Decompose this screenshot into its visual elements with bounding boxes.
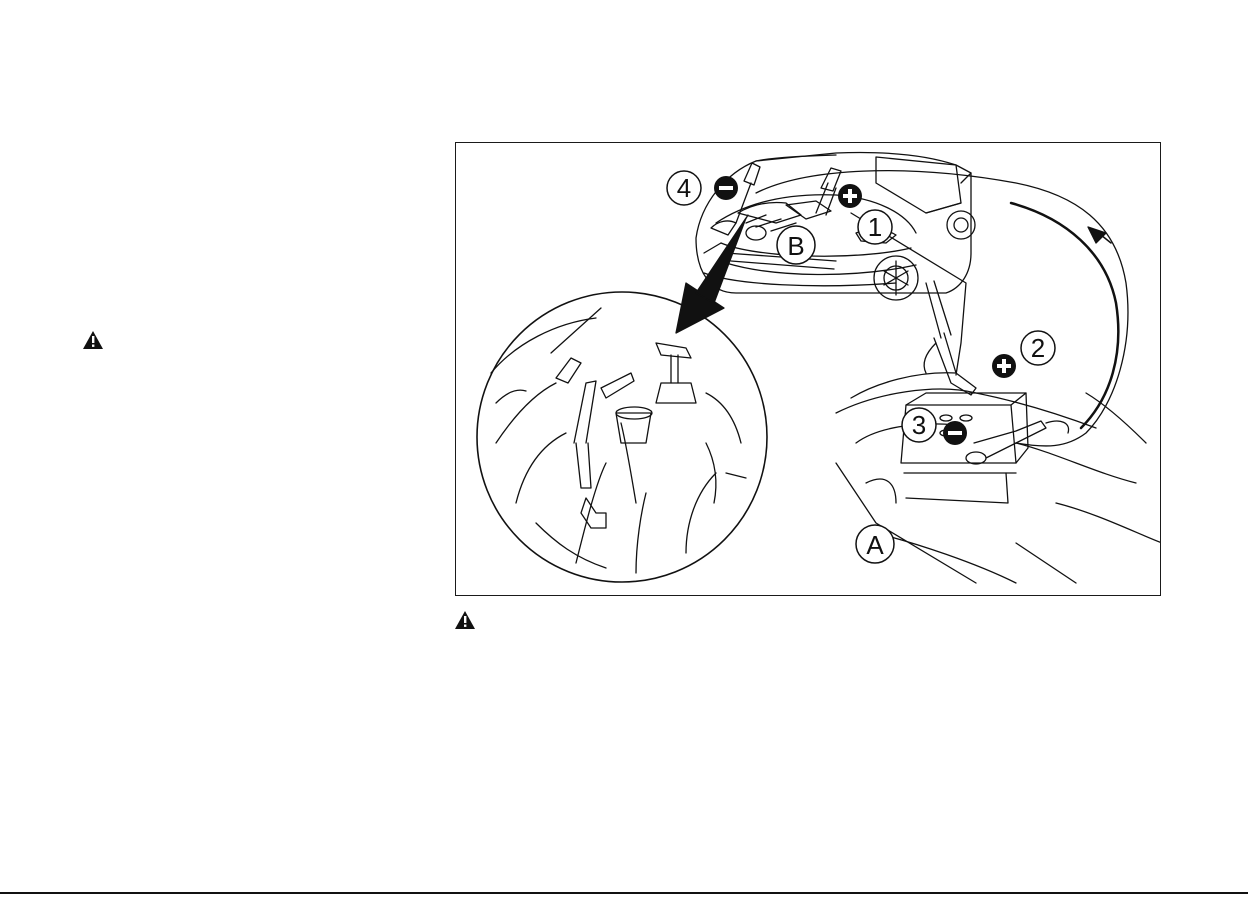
svg-text:4: 4 <box>677 173 691 203</box>
booster-car-drawing <box>696 153 975 301</box>
jump-start-illustration: 4 1 B 2 3 A <box>455 142 1161 596</box>
svg-text:2: 2 <box>1031 333 1045 363</box>
svg-text:B: B <box>787 231 804 261</box>
detail-magnifier <box>477 292 767 582</box>
callout-4: 4 <box>667 171 701 205</box>
plus-marker-car-b <box>838 184 862 208</box>
callout-A: A <box>856 525 894 563</box>
minus-marker-car-b <box>714 176 738 200</box>
callout-B: B <box>777 226 815 264</box>
callout-3: 3 <box>902 408 936 442</box>
callout-2: 2 <box>1021 331 1055 365</box>
svg-text:3: 3 <box>912 410 926 440</box>
warning-triangle-icon <box>454 610 476 630</box>
svg-text:1: 1 <box>868 212 882 242</box>
page-bottom-rule <box>0 892 1248 894</box>
plus-marker-battery <box>992 354 1016 378</box>
minus-marker-battery <box>943 421 967 445</box>
callout-1: 1 <box>858 210 892 244</box>
warning-triangle-icon <box>82 330 104 350</box>
illustration-drawing: 4 1 B 2 3 A <box>456 143 1161 596</box>
svg-text:A: A <box>866 530 884 560</box>
